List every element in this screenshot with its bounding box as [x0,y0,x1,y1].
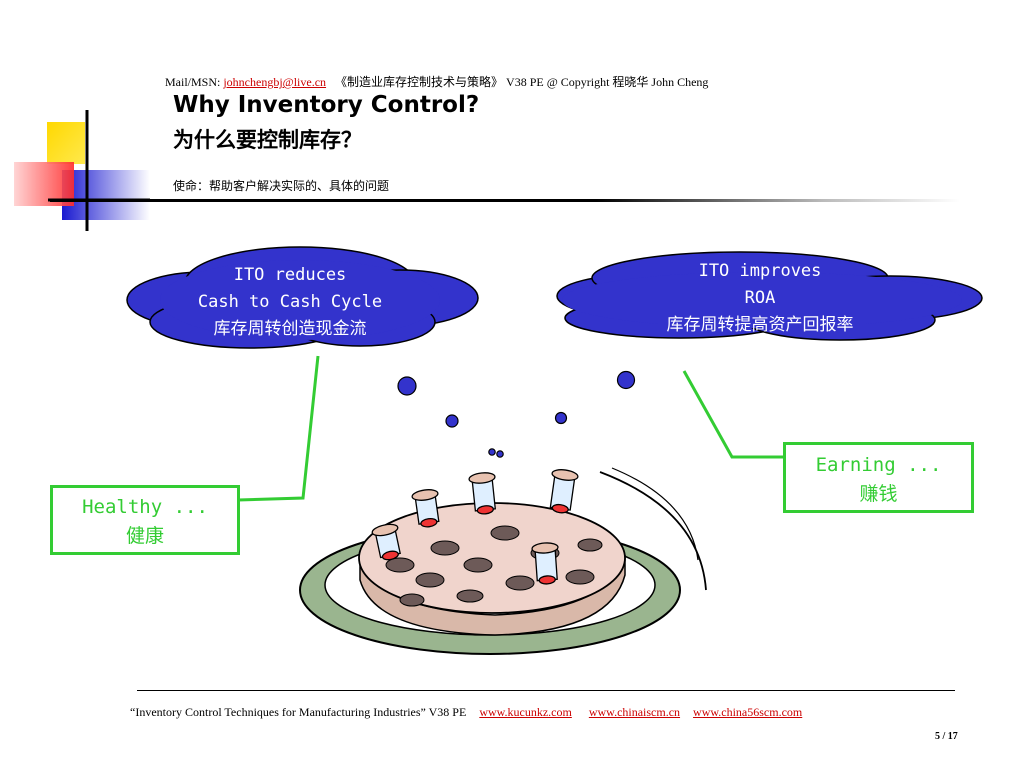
email-link[interactable]: johnchengbj@live.cn [223,75,327,89]
healthy-label: Healthy ... [82,496,208,518]
earning-label: Earning ... [815,454,942,476]
healthy-label-chinese: 健康 [125,525,164,547]
left-cloud-text: ITO reduces Cash to Cash Cycle 库存周转创造现金流 [160,262,420,343]
header-prefix: Mail/MSN: [165,75,224,89]
right-cloud-line-1: ITO improves [698,261,822,281]
right-thought-cloud [556,251,983,341]
footer-link-kucunkz[interactable]: www.kucunkz.com [479,705,572,719]
earning-box: Earning ... 赚钱 [783,442,974,513]
left-cloud-line-1: ITO reduces [233,265,347,285]
right-cloud-text: ITO improves ROA 库存周转提高资产回报率 [600,258,920,339]
cake-illustration [299,467,707,655]
left-thought-cloud [126,246,479,349]
page-title-chinese: 为什么要控制库存？ [173,128,362,152]
page-number: 5 / 17 [935,731,958,742]
earning-label-chinese: 赚钱 [859,483,898,505]
earning-connector [682,370,785,459]
footer-text: “Inventory Control Techniques for Manufa… [130,705,467,719]
healthy-connector [237,355,320,502]
footer-link-chinaiscm[interactable]: www.chinaiscm.cn [588,705,681,719]
header-suffix: 《制造业库存控制技术与策略》 V38 PE @ Copyright 程晓华 Jo… [335,75,709,89]
header-line: Mail/MSN: johnchengbj@live.cn 《制造业库存控制技术… [165,73,708,90]
footer: “Inventory Control Techniques for Manufa… [130,705,802,720]
thought-bubbles [397,370,636,458]
right-cloud-line-2: ROA [744,288,776,308]
header-divider [50,199,960,202]
healthy-box: Healthy ... 健康 [50,485,240,555]
footer-divider [137,690,955,691]
right-cloud-line-3: 库存周转提高资产回报率 [666,315,854,335]
mission-text: 使命：帮助客户解决实际的、具体的问题 [173,179,390,193]
page-title: Why Inventory Control? [173,92,480,118]
left-cloud-line-3: 库存周转创造现金流 [213,319,367,339]
left-cloud-line-2: Cash to Cash Cycle [197,292,383,312]
footer-link-china56scm[interactable]: www.china56scm.com [693,705,803,719]
